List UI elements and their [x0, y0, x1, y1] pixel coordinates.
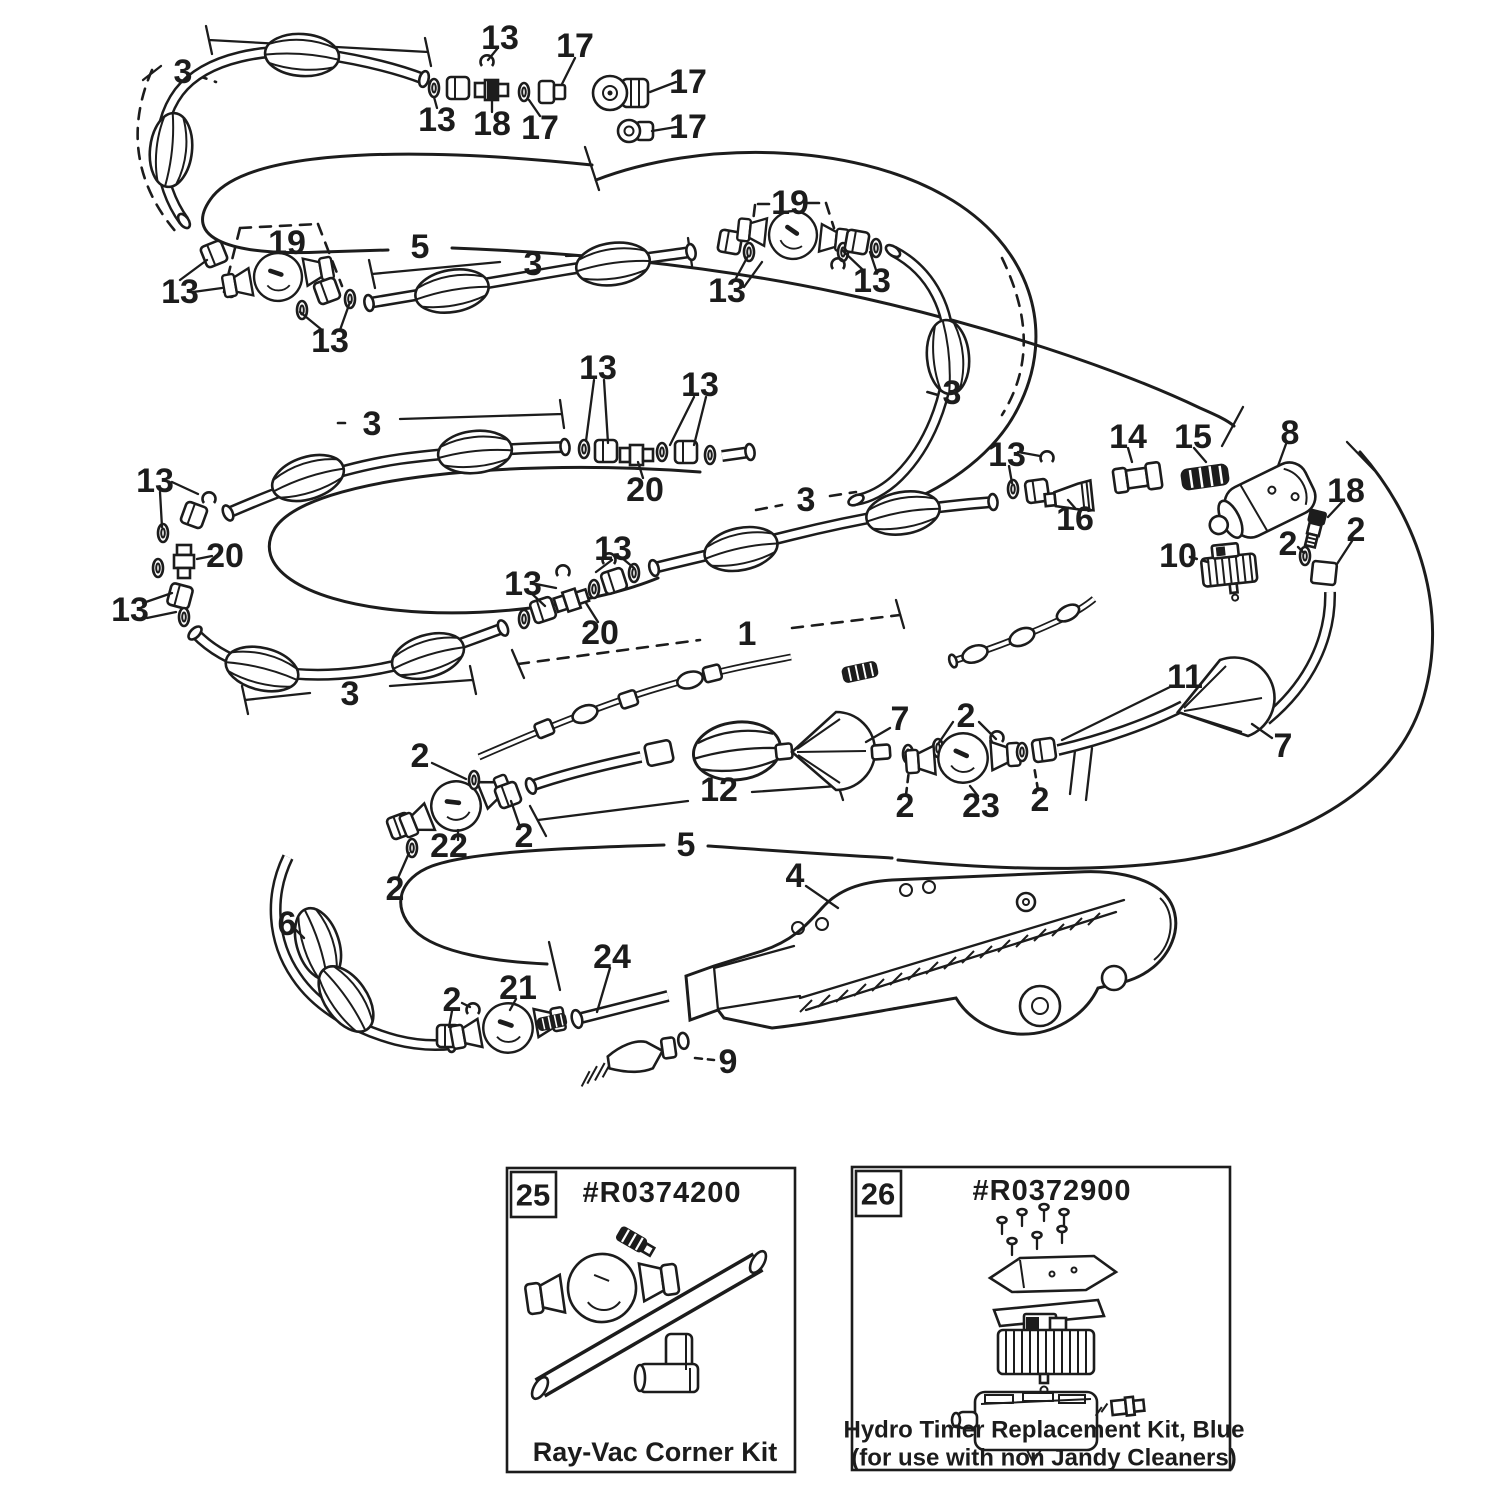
part-label-13-15: 13	[853, 262, 891, 300]
part-label-2-42: 2	[957, 697, 976, 735]
part-label-13-21: 13	[136, 462, 174, 500]
part-label-5-50: 5	[677, 826, 696, 864]
leader-lines	[141, 47, 1354, 1062]
part-label-13-9: 13	[161, 273, 199, 311]
part-label-13-18: 13	[681, 366, 719, 404]
part-label-13-35: 13	[504, 565, 542, 603]
part-label-24-56: 24	[593, 938, 631, 976]
part-label-2-54: 2	[443, 981, 462, 1019]
canister-8	[1208, 461, 1317, 539]
kit-box-26: 26 #R0372900	[844, 1165, 1245, 1472]
part-label-18-30: 18	[1327, 472, 1365, 510]
part-label-3-16: 3	[943, 374, 962, 412]
part-label-21-55: 21	[499, 969, 537, 1007]
part-label-13-2: 13	[418, 101, 456, 139]
kit-26-caption-line1: Hydro Timer Replacement Kit, Blue	[844, 1417, 1245, 1444]
part-label-13-10: 13	[311, 322, 349, 360]
kit-25-caption: Ray-Vac Corner Kit	[533, 1437, 778, 1467]
nozzle-16	[1043, 478, 1095, 512]
part-label-3-0: 3	[174, 53, 193, 91]
kit-26-caption-line2: (for use with non Jandy Cleaners)	[851, 1445, 1236, 1472]
part-label-2-32: 2	[1279, 525, 1298, 563]
part-label-19-13: 19	[771, 184, 809, 222]
part-label-1-37: 1	[738, 615, 757, 653]
kit-25-art	[524, 1226, 768, 1401]
part-label-2-43: 2	[411, 737, 430, 775]
part-label-10-33: 10	[1159, 537, 1197, 575]
part-label-11-39: 11	[1167, 658, 1203, 696]
union-14	[1111, 461, 1164, 495]
part-label-17-5: 17	[556, 27, 594, 65]
kit-26-lid	[987, 1254, 1119, 1294]
part-label-13-14: 13	[708, 272, 746, 310]
part-label-2-47: 2	[1031, 781, 1050, 819]
kit-26-housing	[950, 1390, 1099, 1464]
part-label-13-25: 13	[988, 436, 1026, 474]
kit-25-part-number: #R0374200	[583, 1177, 742, 1209]
part-label-9-57: 9	[719, 1043, 738, 1081]
part-label-4-52: 4	[786, 857, 805, 895]
part-label-20-36: 20	[581, 614, 619, 652]
part-label-3-24: 3	[797, 481, 816, 519]
part-label-17-7: 17	[669, 108, 707, 146]
part-label-5-11: 5	[411, 228, 430, 266]
part-label-8-28: 8	[1281, 414, 1300, 452]
part-label-2-31: 2	[1347, 511, 1366, 549]
fitting-17-large	[591, 74, 650, 112]
sweep-hose-assembly	[643, 656, 1276, 792]
part-label-16-29: 16	[1056, 500, 1094, 538]
part-label-3-38: 3	[341, 675, 360, 713]
dimension-brackets	[194, 24, 1094, 838]
part-label-3-12: 3	[524, 245, 543, 283]
part-label-17-6: 17	[669, 63, 707, 101]
kit-25-number: 25	[516, 1178, 550, 1213]
kit-25-elbow	[633, 1332, 700, 1394]
kit-26-fitting	[1094, 1395, 1146, 1417]
kit-26-art	[950, 1202, 1146, 1464]
part-label-18-3: 18	[473, 105, 511, 143]
part-label-13-34: 13	[594, 530, 632, 568]
part-label-15-27: 15	[1174, 418, 1212, 456]
part-label-2-49: 2	[515, 817, 534, 855]
part-label-13-1: 13	[481, 19, 519, 57]
kit-26-timer-mech	[996, 1312, 1096, 1395]
kit-25-valve	[524, 1226, 681, 1324]
fitting-17-small	[616, 118, 655, 144]
part-label-20-20: 20	[626, 471, 664, 509]
part-label-17-4: 17	[521, 109, 559, 147]
cleaner-body-4	[684, 870, 1178, 1036]
part-label-2-51: 2	[386, 870, 405, 908]
top-fitting-cluster	[427, 54, 655, 144]
part-label-6-53: 6	[278, 905, 297, 943]
part-label-23-46: 23	[962, 787, 1000, 825]
part-label-12-44: 12	[700, 771, 738, 809]
kit-26-number: 26	[861, 1177, 895, 1212]
part-label-7-40: 7	[1274, 727, 1293, 765]
kit-26-part-number: #R0372900	[973, 1175, 1132, 1207]
fitting-18-right	[1303, 508, 1327, 550]
kit-box-25: 25 #R0374200	[505, 1166, 797, 1474]
kit-26-screws	[996, 1202, 1070, 1257]
part-label-13-17: 13	[579, 349, 617, 387]
part-label-2-45: 2	[896, 787, 915, 825]
swivel-9	[580, 1031, 690, 1087]
fitting-cluster-right	[1006, 450, 1339, 602]
sweep-cone-left	[790, 710, 877, 792]
part-label-7-41: 7	[891, 700, 910, 738]
part-label-20-22: 20	[206, 537, 244, 575]
timer-10	[1199, 541, 1259, 602]
part-label-3-19: 3	[363, 405, 382, 443]
sweep-hose-segments	[533, 603, 1081, 740]
part-label-22-48: 22	[430, 827, 468, 865]
part-label-14-26: 14	[1109, 418, 1147, 456]
part-label-19-8: 19	[268, 224, 306, 262]
part-label-13-23: 13	[111, 591, 149, 629]
nipple-15	[1178, 461, 1232, 493]
